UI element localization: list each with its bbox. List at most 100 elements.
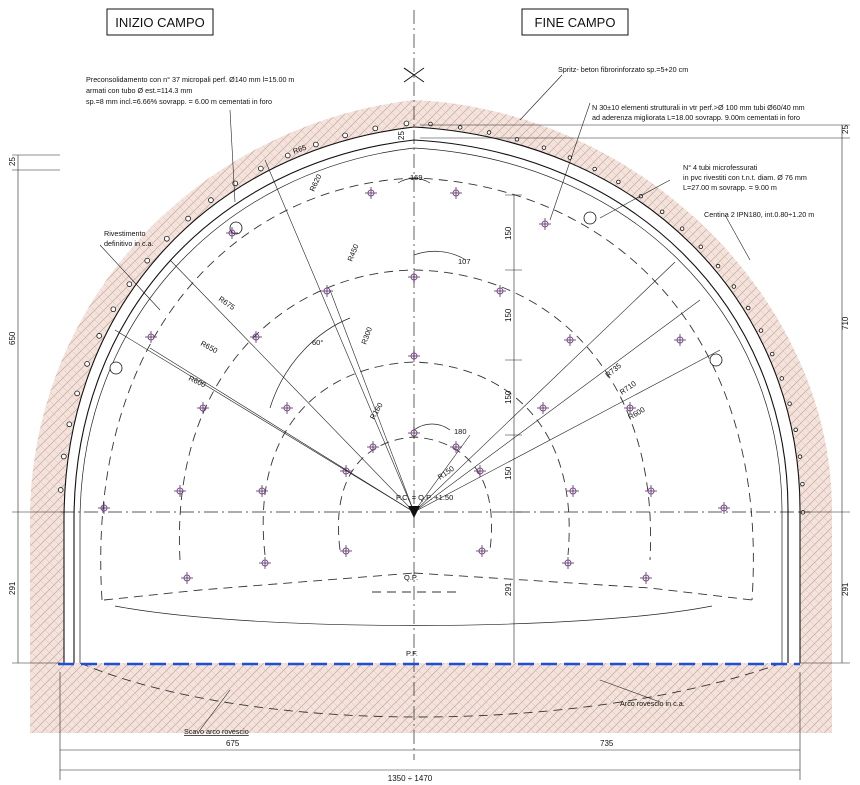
bolt-head-marker: [340, 465, 352, 477]
crown-bolt-dot: [800, 481, 805, 487]
label-r600: R600: [187, 374, 207, 390]
label-r620: R620: [308, 173, 324, 193]
bolt-head-marker: [226, 227, 238, 239]
invert-dashed-arc: [79, 662, 783, 718]
label-r150: R150: [436, 464, 456, 482]
label-r600b: R600: [627, 405, 647, 422]
crown-bolt-dot: [800, 510, 806, 515]
angle-107: 107: [458, 257, 471, 266]
bolt-head-marker: [408, 271, 420, 283]
micropile-dot: [284, 152, 291, 159]
radial-lines: [114, 159, 721, 513]
label-r300: R300: [359, 326, 374, 346]
micropile-row: [57, 120, 410, 493]
crown-bolt-dot: [541, 145, 547, 150]
label-r675: R675: [217, 294, 237, 312]
angle-180: 180: [454, 427, 467, 436]
dimension-lines: [12, 124, 850, 780]
bolt-head-marker: [181, 572, 193, 584]
title-left: INIZIO CAMPO: [115, 15, 205, 30]
micropile-dot: [61, 453, 67, 460]
lining-outer: [63, 126, 801, 663]
bolt-head-marker: [640, 572, 652, 584]
micropile-dot: [126, 281, 133, 287]
qp-label: Q.P.: [404, 573, 418, 582]
crown-bolt-dot: [679, 226, 685, 231]
micropile-dot: [66, 421, 73, 428]
note-rivestimento-1: Rivestimento: [104, 229, 146, 238]
micropile-dot: [342, 132, 348, 139]
dim-25-right: 25: [841, 125, 850, 134]
crown-bolt-dot: [659, 209, 665, 214]
center-marker: [408, 506, 420, 518]
bolt-head-marker: [645, 485, 657, 497]
bolt-head-marker: [321, 285, 333, 297]
label-r65: R65: [292, 143, 308, 156]
title-box-left: [106, 8, 214, 36]
lower-dashed-left: [103, 572, 415, 601]
title-box-right: [521, 8, 629, 36]
label-r710: R710: [618, 379, 638, 397]
micropile-dot: [372, 125, 379, 132]
note-tubi-1: N° 4 tubi microfessurati: [683, 163, 758, 172]
bolt-head-marker: [340, 545, 352, 557]
dim-total: 1350 ÷ 1470: [388, 774, 433, 783]
crown-bolt-dot: [715, 263, 721, 269]
bolt-head-marker: [450, 441, 462, 453]
micropile-dot: [110, 306, 117, 313]
crown-bolt-dot: [787, 401, 792, 406]
angle-169: 169: [410, 173, 423, 182]
bolt-head-marker: [476, 545, 488, 557]
bolt-head-markers: [98, 187, 730, 584]
micropile-dot: [144, 257, 151, 264]
lining-inner: [73, 139, 789, 663]
note-micropali-2: armati con tubo Ø est.=114.3 mm: [86, 86, 192, 95]
dim-650: 650: [8, 331, 17, 345]
bolt-head-marker: [365, 187, 377, 199]
bolt-head-marker: [718, 502, 730, 514]
crown-bolt-dot: [458, 125, 463, 130]
crown-bolt-dot: [698, 244, 704, 249]
bolt-head-marker: [474, 465, 486, 477]
angle-arc-169: [397, 178, 431, 184]
bolt-head-marker: [408, 427, 420, 439]
pc-label: P.C. = Q.P. +1.50: [396, 493, 453, 502]
note-scavo: Scavo arco rovescio: [184, 727, 249, 736]
dashed-arc-r450: [178, 269, 652, 561]
ground-hatch-left: [30, 100, 414, 663]
bolt-head-marker: [537, 402, 549, 414]
micropile-dot: [84, 361, 90, 367]
lower-dashed-right: [413, 572, 753, 601]
note-tubi-2: in pvc rivestiti con t.n.t. diam. Ø 76 m…: [683, 173, 807, 182]
crown-bolt-dot: [797, 454, 803, 459]
crown-bolt-dot: [731, 284, 737, 289]
bolt-head-marker: [256, 485, 268, 497]
bolt-head-marker: [674, 334, 686, 346]
bolt-head-marker: [367, 441, 379, 453]
note-vtr-1: N 30±10 elementi strutturali in vtr perf…: [592, 103, 805, 112]
note-vtr-2: ad aderenza migliorata L=18.00 sovrapp. …: [592, 113, 800, 122]
bolt-head-marker: [562, 557, 574, 569]
micropile-dot: [57, 487, 64, 493]
note-rivestimento-2: definitivo in c.a.: [104, 239, 154, 248]
bolt-head-marker: [564, 334, 576, 346]
label-r735: R735: [604, 361, 624, 379]
note-spritz: Spritz- beton fibrorinforzato sp.=5+20 c…: [558, 65, 688, 74]
bolt-head-marker: [259, 557, 271, 569]
micropile-dot: [164, 235, 170, 242]
crown-bolt-dot: [486, 130, 492, 135]
micropile-dot: [208, 197, 214, 203]
angle-arc-107: [413, 250, 467, 261]
micropile-dot: [185, 215, 191, 222]
micropile-dot: [96, 333, 103, 339]
bolt-head-marker: [145, 331, 157, 343]
label-r160: R160: [368, 401, 385, 421]
ground-hatch-bottom: [30, 663, 832, 733]
crown-bolt-dot: [758, 328, 764, 333]
micropile-dot: [74, 390, 80, 397]
note-tubi-3: L=27.00 m sovrapp. = 9.00 m: [683, 183, 777, 192]
bolt-head-marker: [98, 502, 110, 514]
dashed-arc-r300: [262, 361, 570, 556]
mid-curve: [114, 605, 713, 626]
